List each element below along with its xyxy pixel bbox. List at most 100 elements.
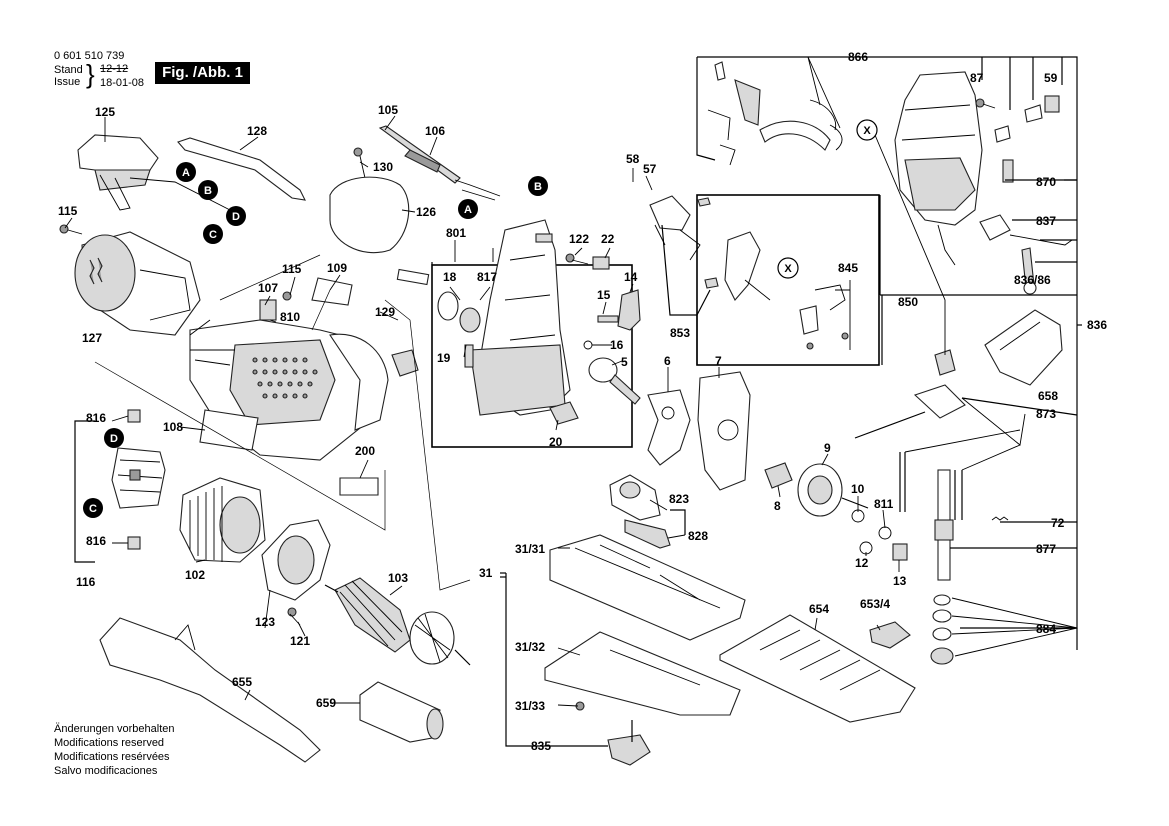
bracket-853: [661, 224, 711, 365]
stand-value: 12-12: [100, 63, 129, 75]
part-655-suction-hose: [99, 617, 321, 763]
dashed-guides-left: [94, 254, 471, 591]
note-en: Modifications reserved: [54, 737, 165, 749]
label-121: 121: [290, 634, 310, 648]
callout-x-mid: X: [777, 257, 799, 279]
label-866: 866: [848, 50, 868, 64]
part-15-pin: [597, 315, 619, 323]
part-129-bracket: [391, 349, 419, 377]
part-87-screw: [975, 98, 996, 109]
callout-a-left: A: [176, 162, 196, 182]
part-873-rod-assembly: [854, 349, 966, 520]
leader-lines: [64, 115, 900, 704]
label-15: 15: [597, 288, 611, 302]
label-22: 22: [601, 232, 615, 246]
part-659-adapter: [359, 681, 444, 743]
label-130: 130: [373, 160, 393, 174]
part-125-handle-cover: [77, 134, 159, 211]
callout-b-right: B: [528, 176, 548, 196]
part-870-switch-parts: [994, 104, 1043, 183]
label-877: 877: [1036, 542, 1056, 556]
label-200: 200: [355, 444, 375, 458]
part-811-washer: [878, 526, 892, 540]
callout-c-brush-text: C: [89, 503, 97, 515]
label-837: 837: [1036, 214, 1056, 228]
part-main-housing: [894, 71, 983, 266]
label-line-connectors: [500, 179, 1077, 578]
label-31-32: 31/32: [515, 640, 545, 654]
label-12: 12: [855, 556, 869, 570]
part-866-housing-parts: [707, 61, 843, 166]
x-detail-parts: [649, 195, 849, 350]
part-31-31-foot: [549, 534, 746, 641]
modification-notes: Änderungen vorbehalten Modifications res…: [54, 722, 174, 778]
label-107: 107: [258, 281, 278, 295]
label-109: 109: [327, 261, 347, 275]
callout-a-right-text: A: [464, 204, 472, 216]
part-107-switch: [259, 291, 292, 321]
label-103: 103: [388, 571, 408, 585]
label-31-33: 31/33: [515, 699, 545, 713]
label-18: 18: [443, 270, 457, 284]
label-102: 102: [185, 568, 205, 582]
label-128: 128: [247, 124, 267, 138]
callout-a-left-text: A: [182, 167, 190, 179]
label-811: 811: [874, 497, 894, 511]
label-87: 87: [970, 71, 984, 85]
label-845: 845: [838, 261, 858, 275]
bracket-845: [835, 280, 851, 350]
part-835-clamp: [607, 720, 651, 766]
callout-c-left: C: [203, 224, 223, 244]
part-653-4-insert: [869, 621, 911, 649]
part-816-brush-bottom: [127, 536, 141, 550]
bracket-801: [431, 262, 686, 535]
part-837-lever-assembly: [979, 214, 1073, 295]
callout-x-mid-text: X: [784, 263, 792, 275]
bracket-31: [500, 547, 608, 747]
label-853: 853: [670, 326, 690, 340]
label-659: 659: [316, 696, 336, 710]
label-810: 810: [280, 310, 300, 324]
label-116: 116: [76, 575, 96, 589]
callout-d-brush-text: D: [110, 433, 118, 445]
part-labels: 125 128 115 127 105 106 130 126 109 115 …: [58, 50, 1107, 753]
part-884-seals: [930, 594, 954, 665]
label-31: 31: [479, 566, 493, 580]
callout-c-brush: C: [83, 498, 103, 518]
gear-housing-assembly: [396, 219, 571, 416]
label-828: 828: [688, 529, 708, 543]
label-31-31: 31/31: [515, 542, 545, 556]
label-127: 127: [82, 331, 102, 345]
part-6-counterweight: [647, 389, 691, 466]
callout-a-right: A: [458, 199, 478, 219]
label-125: 125: [95, 105, 115, 119]
part-5-disc: [588, 357, 618, 383]
brush-holder-assembly: [111, 447, 166, 509]
stand-label: Stand: [54, 64, 83, 76]
label-16: 16: [610, 338, 624, 352]
part-16-clip: [583, 340, 593, 350]
callout-x-top-text: X: [863, 125, 871, 137]
part-13-bushing: [892, 543, 908, 561]
label-817: 817: [477, 270, 497, 284]
label-58: 58: [626, 152, 640, 166]
header-brace: }: [86, 59, 95, 89]
figure-title: Fig. /Abb. 1: [155, 62, 250, 84]
part-121-screw: [287, 607, 301, 626]
issue-value: 18-01-08: [100, 77, 145, 89]
callout-d-brush: D: [104, 428, 124, 448]
label-835: 835: [531, 739, 551, 753]
label-57: 57: [643, 162, 657, 176]
label-836-86: 836/86: [1014, 273, 1051, 287]
label-115a: 115: [58, 204, 78, 218]
part-102-field: [179, 477, 266, 563]
note-fr: Modifications resérvées: [54, 751, 170, 763]
label-655: 655: [232, 675, 252, 689]
part-130-screw: [353, 147, 366, 179]
callout-d-left: D: [226, 206, 246, 226]
label-115b: 115: [282, 262, 302, 276]
label-123: 123: [255, 615, 275, 629]
part-20-roller: [549, 401, 579, 425]
label-129: 129: [375, 305, 395, 319]
